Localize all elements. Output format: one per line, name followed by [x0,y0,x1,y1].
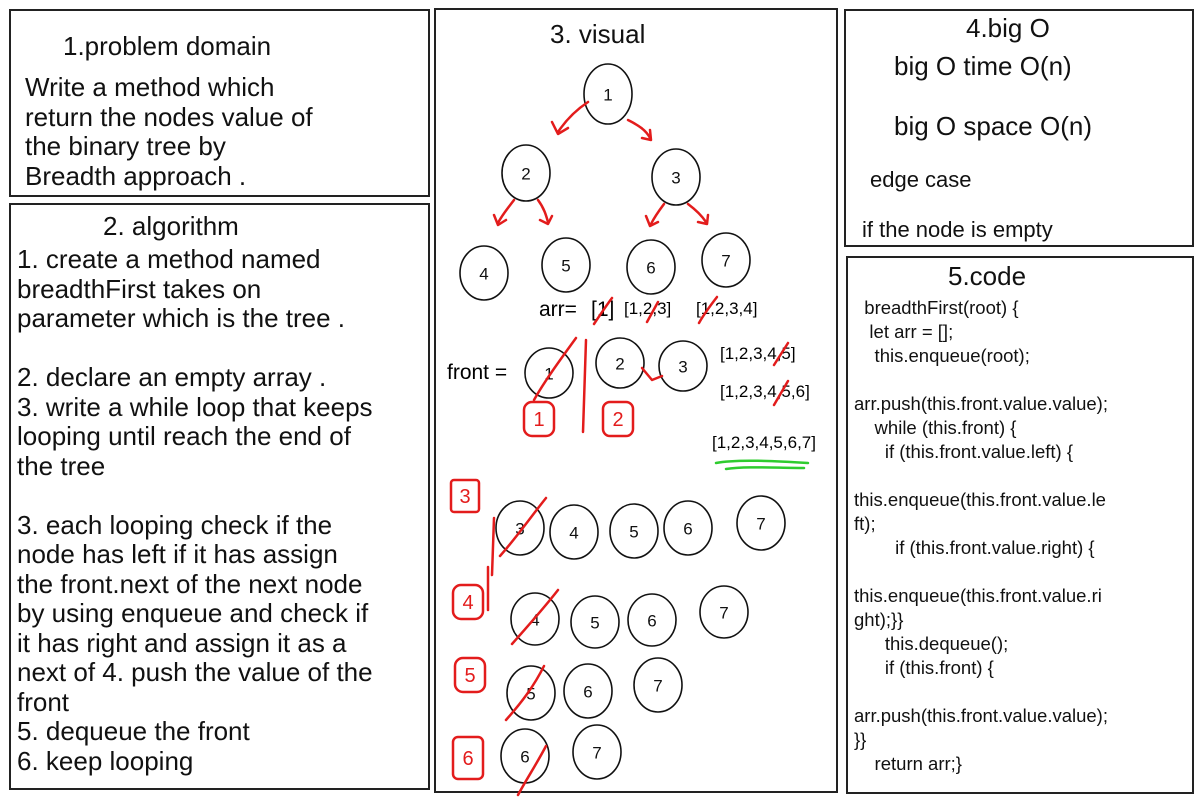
queue-node: 4 [549,504,599,560]
svg-text:4: 4 [479,265,488,284]
tree-edge-arrows [492,100,710,228]
queue-node: 5 [570,595,620,649]
svg-text:6: 6 [462,748,473,770]
visual-diagram: 1 2 3 4 5 6 7 arr= [1] [1,2,3] [1,2,3,4]… [447,63,816,797]
big-o-space: big O space O(n) [894,111,1092,141]
svg-text:5: 5 [526,685,535,704]
svg-text:2: 2 [615,355,624,374]
queue-node: 6 [627,593,677,647]
big-o-title: 4.big O [966,13,1050,43]
step-mark: 6 [451,735,485,781]
svg-text:4: 4 [462,592,473,614]
svg-text:5: 5 [464,665,475,687]
queue-node: 7 [572,724,622,780]
queue-node: 5 [609,503,659,559]
queue-node: 1 [524,347,574,399]
arr-label: arr= [539,298,577,321]
final-array-underline [714,459,810,471]
queue-node: 7 [633,657,683,713]
queue-node: 3 [658,340,708,392]
queue-strikes [486,496,560,797]
step-mark: 4 [451,583,485,621]
svg-text:7: 7 [592,744,601,763]
step-mark: 3 [449,478,481,514]
code-body: breadthFirst(root) { let arr = []; this.… [854,297,1108,774]
queue-node: 7 [736,495,786,551]
problem-domain-text: Write a method which return the nodes va… [25,72,313,191]
visual-panel: 3. visual 1 2 3 4 5 6 7 arr= [1] [1,2,3]… [434,8,838,797]
tree-node: 7 [701,232,751,288]
tree-node: 1 [583,63,633,125]
step-mark: 2 [601,400,635,438]
svg-text:5: 5 [629,523,638,542]
visual-title: 3. visual [550,19,646,49]
svg-text:6: 6 [520,748,529,767]
edge-case-text: if the node is empty [862,217,1053,242]
step-mark: 5 [453,656,487,694]
step-mark: 1 [522,400,556,438]
svg-text:4: 4 [569,524,578,543]
tree-node: 4 [459,245,509,301]
algorithm-steps-text: 1. create a method named breadthFirst ta… [17,244,373,776]
arr-strikes [592,295,790,407]
algorithm-title: 2. algorithm [103,211,239,241]
code-title: 5.code [948,261,1027,291]
problem-domain-title: 1.problem domain [63,31,272,61]
arr-state-final: [1,2,3,4,5,6,7] [712,433,816,452]
tree-node: 3 [651,148,701,206]
big-o-time: big O time O(n) [894,51,1072,81]
arr-state: [1,2,3] [624,299,671,318]
svg-text:1: 1 [533,409,544,431]
big-o-panel: 4.big O big O time O(n) big O space O(n)… [844,9,1194,247]
svg-text:3: 3 [678,358,687,377]
front-row-marks [532,336,664,434]
tree-node: 5 [541,237,591,293]
svg-text:6: 6 [647,612,656,631]
svg-text:7: 7 [721,252,730,271]
queue-node: 6 [663,500,713,556]
tree-node: 6 [626,239,676,295]
edge-case-title: edge case [870,167,972,192]
front-label: front = [447,361,507,384]
svg-text:6: 6 [583,683,592,702]
svg-text:1: 1 [603,86,612,105]
svg-text:7: 7 [756,515,765,534]
svg-text:4: 4 [530,611,539,630]
problem-domain-panel: 1.problem domain Write a method which re… [9,9,430,197]
svg-text:5: 5 [561,257,570,276]
svg-text:3: 3 [515,520,524,539]
svg-text:2: 2 [521,165,530,184]
svg-text:1: 1 [544,365,553,384]
svg-text:3: 3 [671,169,680,188]
queue-node: 6 [563,663,613,719]
code-panel: 5.code breadthFirst(root) { let arr = []… [846,256,1194,794]
svg-text:7: 7 [719,604,728,623]
svg-text:2: 2 [612,409,623,431]
arr-state: [1,2,3,4,5] [720,344,796,363]
tree-node: 2 [501,144,551,202]
svg-text:7: 7 [653,677,662,696]
svg-text:3: 3 [459,486,470,508]
queue-node: 2 [595,337,645,389]
queue-node: 7 [699,585,749,639]
algorithm-panel: 2. algorithm 1. create a method named br… [9,203,430,790]
svg-text:5: 5 [590,614,599,633]
svg-text:6: 6 [646,259,655,278]
svg-text:6: 6 [683,520,692,539]
arr-state: [1,2,3,4,5,6] [720,382,810,401]
